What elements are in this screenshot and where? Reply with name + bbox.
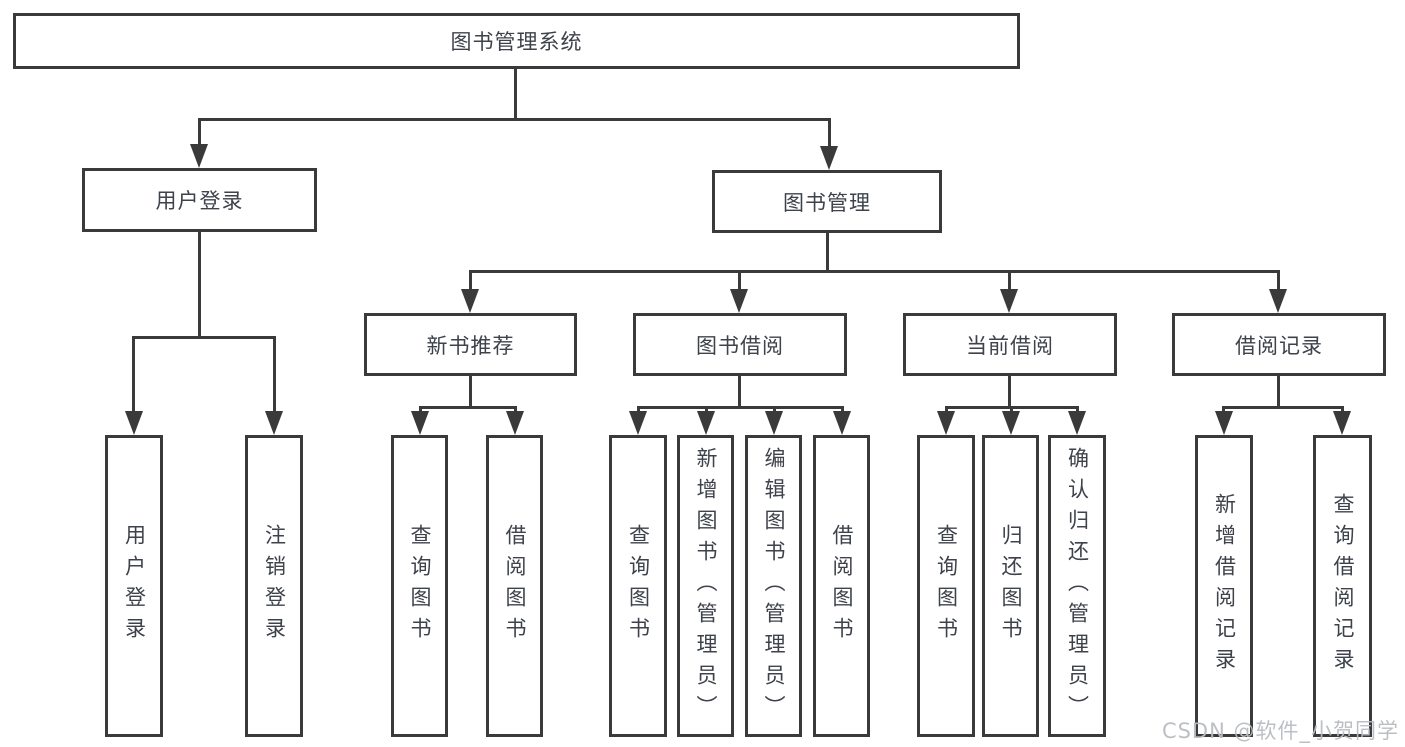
- leaf-current-query-book-label: 查询图书: [934, 524, 959, 648]
- connector-line: [1076, 406, 1079, 414]
- connector-line: [828, 118, 831, 148]
- leaf-borrow-book: 借阅图书: [813, 435, 870, 737]
- node-new-book-recommend: 新书推荐: [364, 313, 577, 376]
- arrowhead-down-icon: [629, 411, 647, 435]
- connector-line: [738, 375, 741, 408]
- leaf-user-login-label: 用户登录: [122, 524, 147, 648]
- arrowhead-down-icon: [1000, 289, 1018, 313]
- arrowhead-down-icon: [190, 144, 208, 168]
- arrowhead-down-icon: [506, 411, 524, 435]
- node-root-label: 图书管理系统: [450, 30, 583, 54]
- leaf-confirm-return-admin: 确认归还（管理员）: [1048, 435, 1106, 737]
- arrowhead-down-icon: [1269, 289, 1287, 313]
- connector-line: [841, 406, 844, 414]
- leaf-recommend-query-book: 查询图书: [391, 435, 448, 737]
- leaf-query-borrow-record-label: 查询借阅记录: [1331, 493, 1355, 679]
- arrowhead-down-icon: [1333, 411, 1351, 435]
- connector-line: [738, 270, 741, 292]
- connector-line: [198, 231, 201, 336]
- node-user-login: 用户登录: [82, 168, 317, 232]
- arrowhead-down-icon: [125, 411, 143, 435]
- node-book-management-label: 图书管理: [783, 190, 871, 215]
- connector-line: [1277, 270, 1280, 292]
- leaf-return-book: 归还图书: [982, 435, 1039, 737]
- connector-line: [1008, 270, 1011, 292]
- leaf-return-book-label: 归还图书: [999, 524, 1023, 648]
- connector-line: [132, 336, 135, 413]
- connector-line: [469, 270, 1280, 273]
- node-book-management: 图书管理: [712, 170, 942, 233]
- node-current-borrow: 当前借阅: [903, 313, 1117, 376]
- connector-line: [1222, 406, 1225, 414]
- connector-line: [198, 118, 830, 121]
- leaf-borrow-book-label: 借阅图书: [830, 524, 854, 648]
- connector-line: [637, 406, 844, 409]
- arrowhead-down-icon: [1068, 411, 1086, 435]
- leaf-add-book-admin: 新增图书（管理员）: [677, 435, 734, 737]
- connector-line: [637, 406, 640, 414]
- connector-line: [514, 69, 517, 118]
- connector-line: [705, 406, 708, 414]
- node-root: 图书管理系统: [13, 13, 1020, 69]
- arrowhead-down-icon: [1002, 411, 1020, 435]
- connector-line: [514, 406, 517, 414]
- connector-line: [826, 232, 829, 272]
- leaf-edit-book-admin-label: 编辑图书（管理员）: [762, 446, 786, 726]
- leaf-borrow-query-book-label: 查询图书: [626, 524, 651, 648]
- leaf-edit-book-admin: 编辑图书（管理员）: [745, 435, 802, 737]
- node-user-login-label: 用户登录: [155, 189, 244, 213]
- leaf-add-book-admin-label: 新增图书（管理员）: [694, 446, 718, 726]
- arrowhead-down-icon: [820, 146, 838, 170]
- leaf-logout-label: 注销登录: [262, 524, 287, 648]
- leaf-current-query-book: 查询图书: [917, 435, 975, 737]
- connector-line: [419, 406, 422, 414]
- arrowhead-down-icon: [265, 411, 283, 435]
- node-borrow-record-label: 借阅记录: [1235, 333, 1323, 358]
- connector-line: [198, 118, 201, 146]
- node-book-borrow-label: 图书借阅: [696, 333, 784, 358]
- leaf-user-login: 用户登录: [105, 435, 163, 737]
- node-new-book-recommend-label: 新书推荐: [426, 333, 515, 358]
- csdn-watermark: CSDN @软件_小贺同学: [1161, 719, 1399, 743]
- arrowhead-down-icon: [937, 411, 955, 435]
- connector-line: [1010, 406, 1013, 414]
- connector-line: [1341, 406, 1344, 414]
- leaf-add-borrow-record: 新增借阅记录: [1195, 435, 1253, 737]
- arrowhead-down-icon: [833, 411, 851, 435]
- leaf-confirm-return-admin-label: 确认归还（管理员）: [1065, 446, 1090, 726]
- leaf-recommend-borrow-book-label: 借阅图书: [503, 524, 527, 648]
- connector-line: [469, 375, 472, 408]
- connector-line: [773, 406, 776, 414]
- node-current-borrow-label: 当前借阅: [966, 333, 1054, 358]
- leaf-logout: 注销登录: [245, 435, 303, 737]
- connector-line: [945, 406, 948, 414]
- arrowhead-down-icon: [411, 411, 429, 435]
- leaf-add-borrow-record-label: 新增借阅记录: [1212, 493, 1237, 679]
- leaf-recommend-query-book-label: 查询图书: [408, 524, 432, 648]
- connector-line: [1008, 375, 1011, 408]
- connector-line: [1222, 406, 1344, 409]
- leaf-query-borrow-record: 查询借阅记录: [1313, 435, 1372, 737]
- connector-line: [132, 336, 276, 339]
- arrowhead-down-icon: [730, 289, 748, 313]
- connector-line: [469, 270, 472, 292]
- connector-line: [419, 406, 517, 409]
- leaf-borrow-query-book: 查询图书: [609, 435, 667, 737]
- connector-line: [1277, 375, 1280, 408]
- arrowhead-down-icon: [697, 411, 715, 435]
- arrowhead-down-icon: [1215, 411, 1233, 435]
- arrowhead-down-icon: [765, 411, 783, 435]
- node-borrow-record: 借阅记录: [1172, 313, 1386, 376]
- arrowhead-down-icon: [461, 289, 479, 313]
- leaf-recommend-borrow-book: 借阅图书: [486, 435, 543, 737]
- node-book-borrow: 图书借阅: [633, 313, 847, 376]
- connector-line: [273, 336, 276, 413]
